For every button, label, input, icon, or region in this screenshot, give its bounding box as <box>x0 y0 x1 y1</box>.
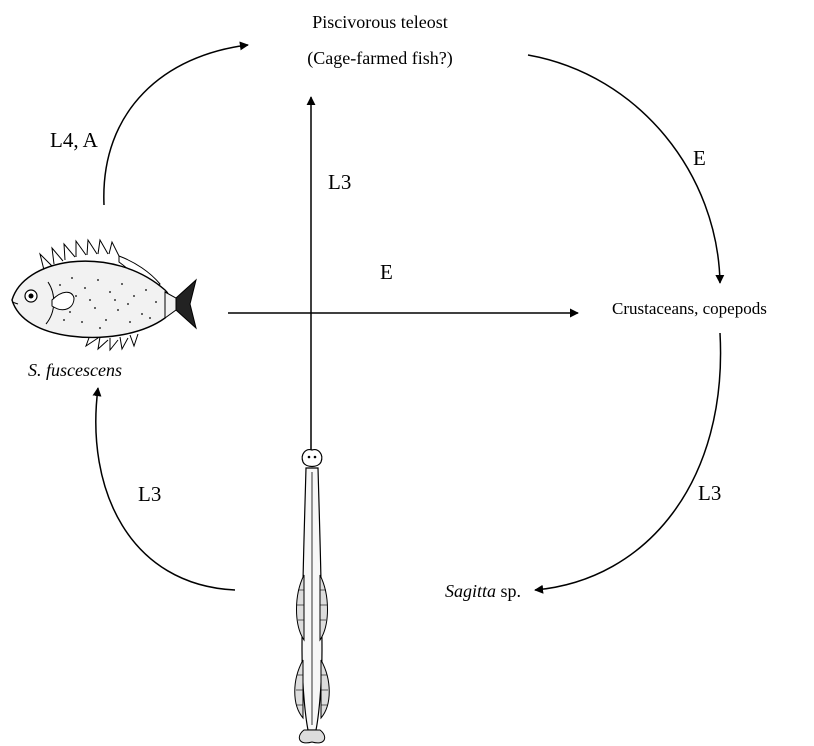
fish-species-label: S. fuscescens <box>28 358 122 382</box>
sagitta-illustration-icon <box>295 450 330 743</box>
sagitta-suffix: sp. <box>496 581 521 601</box>
sagitta-label: Sagitta sp. <box>445 579 521 603</box>
arrow-teleost-to-crustaceans <box>528 55 720 283</box>
edge-label-fish-to-teleost: L4, A <box>50 130 98 151</box>
edge-label-fish-to-crustaceans: E <box>380 262 393 283</box>
arrow-fish-to-teleost <box>104 45 248 205</box>
edge-label-teleost-to-crustaceans: E <box>693 148 706 169</box>
teleost-name: Piscivorous teleost <box>260 10 500 34</box>
arrow-crustaceans-to-sagitta <box>535 333 721 590</box>
arrow-sagitta-to-fish <box>96 388 235 590</box>
edge-label-crustaceans-to-sagitta: L3 <box>698 483 721 504</box>
edge-label-sagitta-to-fish: L3 <box>138 484 161 505</box>
fish-illustration-icon <box>12 240 196 350</box>
crustaceans-label: Crustaceans, copepods <box>612 298 767 321</box>
sagitta-genus: Sagitta <box>445 581 496 601</box>
edge-label-sagitta-to-teleost: L3 <box>328 172 351 193</box>
teleost-label: Piscivorous teleost (Cage-farmed fish?) <box>260 10 500 71</box>
teleost-note: (Cage-farmed fish?) <box>260 46 500 70</box>
